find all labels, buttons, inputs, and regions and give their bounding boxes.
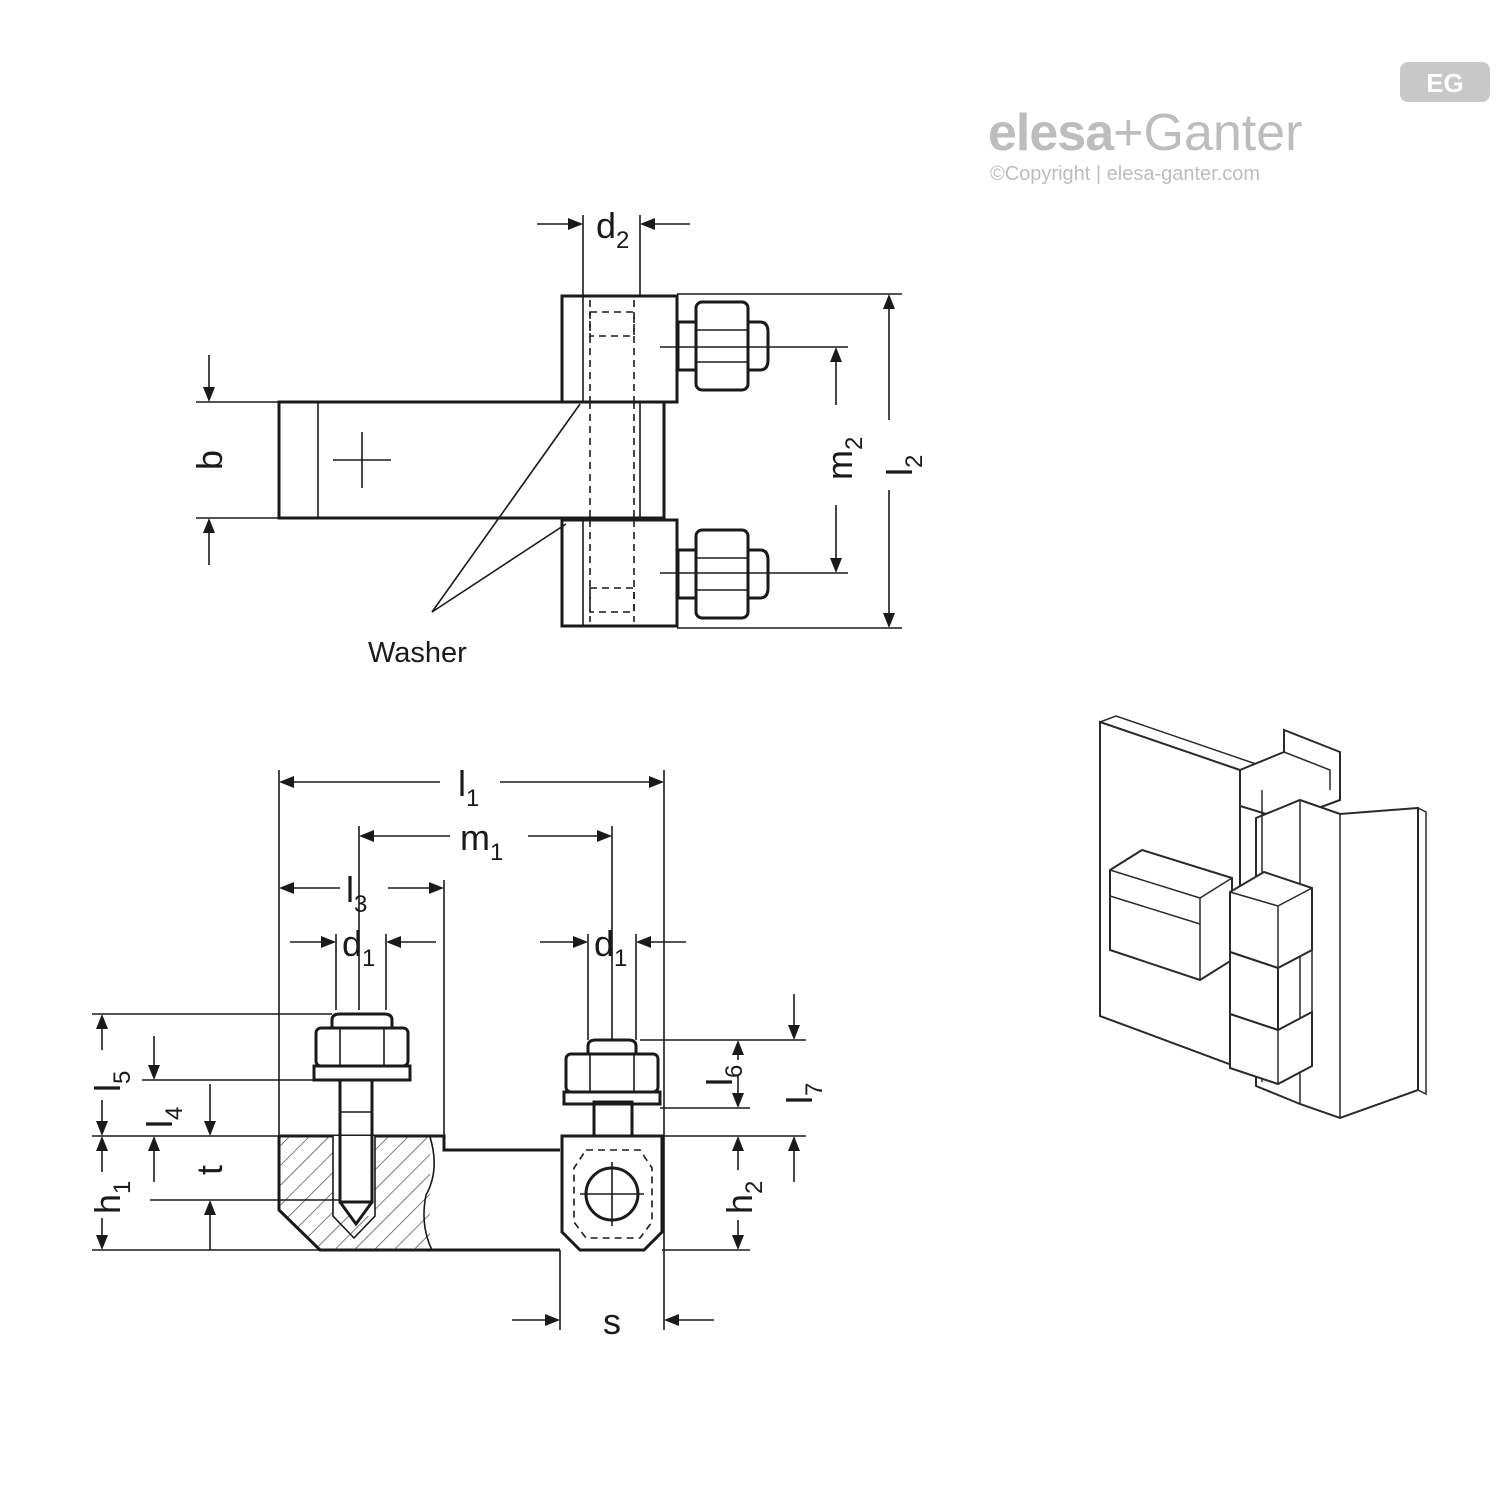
dim-l7-label: l7 (779, 1083, 828, 1104)
left-nut (314, 1026, 410, 1068)
upper-washer (676, 320, 698, 372)
lower-nut (694, 528, 750, 620)
left-screw-tip (330, 1012, 394, 1028)
eg-badge-text: EG (1426, 68, 1464, 98)
washer-leader-2 (431, 523, 567, 613)
dim-m1-label: m1 (460, 817, 503, 866)
dim-d1-left-label: d1 (342, 923, 375, 972)
dim-s-label: s (603, 1301, 621, 1342)
right-nut (564, 1052, 660, 1094)
dim-d2-label: d2 (596, 205, 629, 254)
dim-l3-label: l3 (346, 869, 367, 918)
lower-washer (676, 548, 698, 600)
dim-l1-label: l1 (458, 763, 479, 812)
washer-note: Washer (368, 637, 467, 669)
left-panel-flange (1239, 728, 1341, 822)
left-washer (312, 1064, 412, 1082)
front-view: l1 m1 l3 d1 d1 l5 (87, 763, 828, 1342)
iso-upper-knuckle (1229, 870, 1313, 970)
brand-name: elesa+Ganter (988, 104, 1303, 162)
hinge-leaf (277, 400, 666, 520)
upper-bolt-end (748, 320, 770, 372)
upper-nut (694, 300, 750, 392)
top-view: Washer b d2 m2 l2 (189, 205, 928, 669)
copyright-text: ©Copyright | elesa-ganter.com (990, 163, 1260, 185)
eg-badge (1400, 62, 1490, 102)
dim-m2-label: m2 (819, 437, 868, 480)
washer-leader-1 (431, 403, 581, 613)
dim-b-label: b (189, 450, 230, 470)
isometric-view (1099, 715, 1427, 1120)
brand-logo: EG elesa+Ganter ©Copyright | elesa-gante… (988, 62, 1490, 185)
dim-l2-label: l2 (879, 455, 928, 476)
right-screw (592, 1100, 634, 1138)
dim-d1-right-label: d1 (594, 923, 627, 972)
break-line (423, 1136, 435, 1251)
body-outline (277, 1136, 560, 1252)
dim-h1-label: h1 (87, 1181, 136, 1214)
right-screw-tip (586, 1038, 638, 1054)
lower-bolt-end (748, 548, 770, 600)
dim-l4-label: l4 (139, 1107, 188, 1128)
lower-knuckle (560, 518, 679, 628)
dim-t-label: t (189, 1165, 230, 1175)
dim-h2-label: h2 (719, 1181, 768, 1214)
dim-l5-label: l5 (87, 1071, 136, 1092)
dim-l6-label: l6 (699, 1065, 748, 1086)
